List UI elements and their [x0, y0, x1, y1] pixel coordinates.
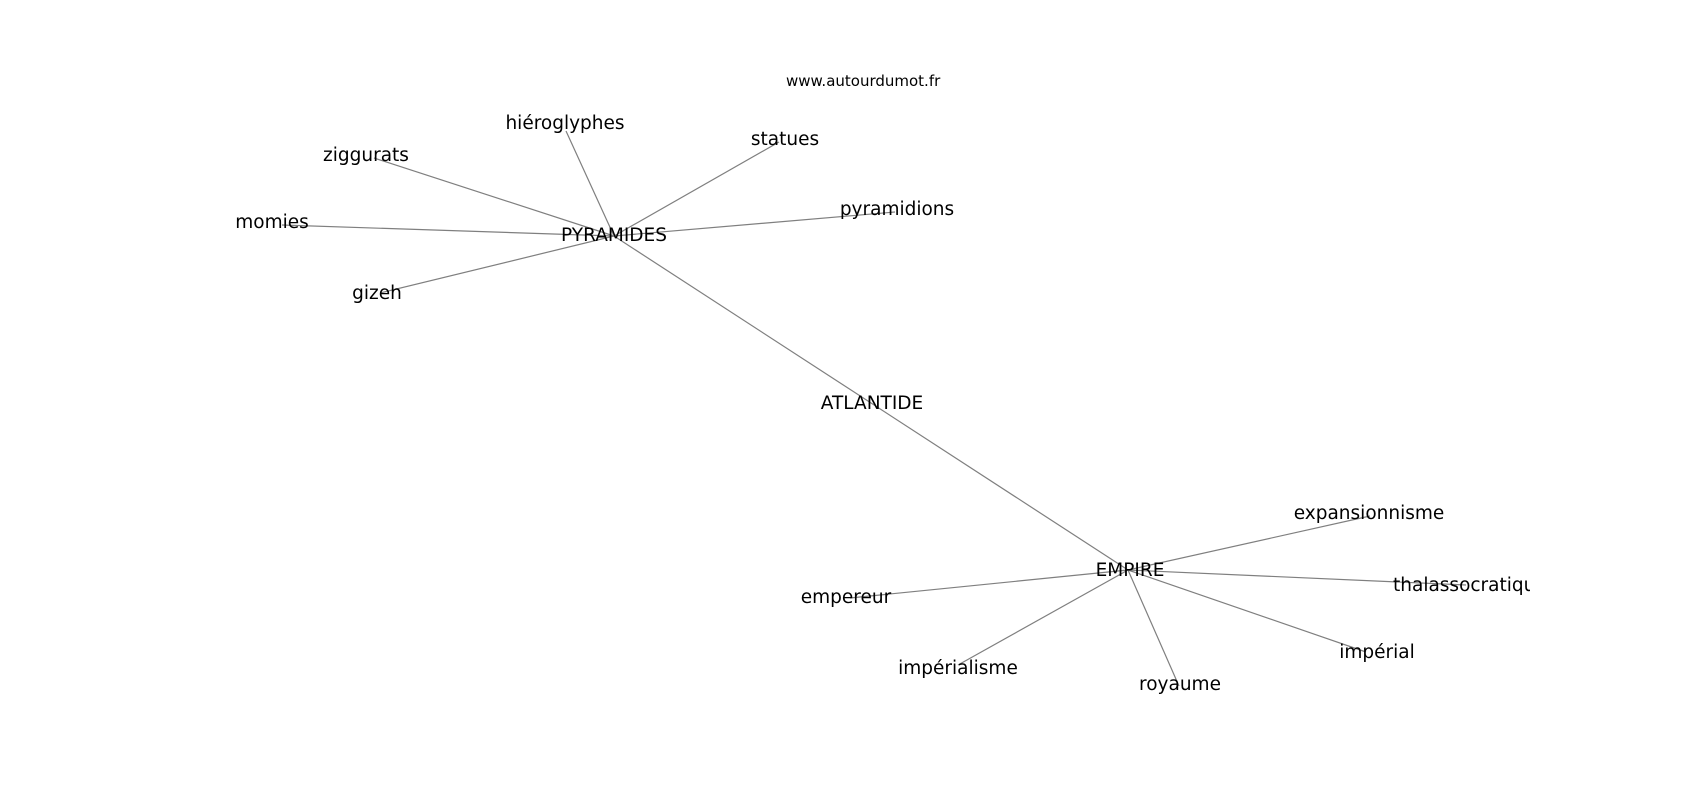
- edge-pyramides-hieroglyphes: [565, 130, 615, 237]
- edge-empire-royaume: [1127, 569, 1180, 687]
- graph-edges: [281, 130, 1467, 687]
- node-royaume[interactable]: royaume: [1139, 674, 1221, 695]
- node-momies[interactable]: momies: [235, 212, 309, 233]
- watermark-text: www.autourdumot.fr: [786, 72, 941, 90]
- node-statues[interactable]: statues: [750, 129, 820, 150]
- edge-pyramides-momies: [281, 224, 615, 237]
- edge-empire-thalassocratique: [1127, 569, 1467, 586]
- edge-pyramides-gizeh: [379, 235, 615, 294]
- node-gizeh[interactable]: gizeh: [352, 283, 402, 304]
- node-empire[interactable]: EMPIRE: [1095, 560, 1165, 581]
- edge-pyramides-pyramidions: [613, 211, 896, 237]
- node-pyramides[interactable]: PYRAMIDES: [561, 225, 667, 246]
- edge-empire-imperialisme: [957, 569, 1129, 666]
- edge-pyramides-statues: [613, 141, 780, 237]
- edge-empire-imperial: [1127, 569, 1367, 653]
- node-expansionnisme[interactable]: expansionnisme: [1293, 503, 1445, 524]
- node-atlantide[interactable]: ATLANTIDE: [820, 393, 924, 414]
- node-imperialisme[interactable]: impérialisme: [898, 658, 1018, 679]
- node-hieroglyphes[interactable]: hiéroglyphes: [505, 113, 625, 134]
- node-empereur[interactable]: empereur: [800, 587, 892, 608]
- edge-empire-expansionnisme: [1127, 515, 1371, 571]
- graph-area: www.autourdumot.fr ATLANTIDE PYRAMIDES E…: [235, 72, 1530, 695]
- edge-pyramides-ziggurats: [373, 157, 615, 237]
- node-ziggurats[interactable]: ziggurats: [323, 145, 409, 166]
- node-pyramidions[interactable]: pyramidions: [839, 199, 955, 220]
- edge-empire-empereur: [849, 569, 1129, 599]
- edge-pyramides-empire: [613, 235, 1129, 571]
- node-imperial[interactable]: impérial: [1339, 642, 1415, 663]
